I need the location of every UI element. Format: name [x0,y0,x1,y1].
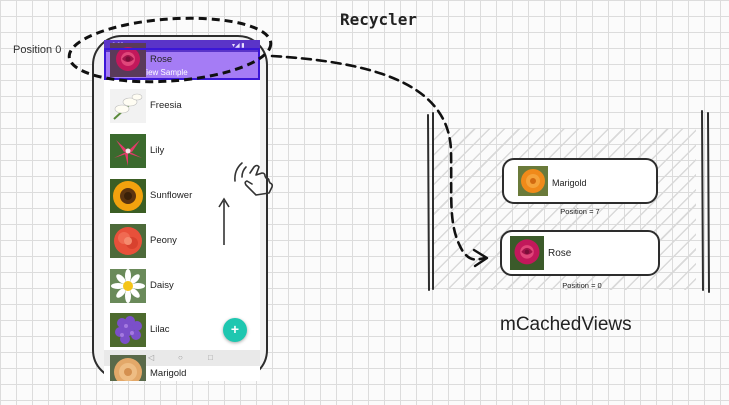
cached-view-name: Marigold [552,178,587,188]
marigold-icon [518,166,548,196]
cache-left-bracket [427,114,430,291]
freesia-icon [110,89,146,123]
scroll-up-arrow-icon [218,197,230,245]
list-item[interactable]: Lily [110,131,260,171]
list-item[interactable]: Peony [110,221,260,261]
daisy-icon [110,269,146,303]
list-item-name: Marigold [150,368,187,379]
back-icon[interactable]: ◁ [148,353,155,362]
cached-view-card: Marigold [502,158,658,204]
add-button[interactable]: + [223,318,247,342]
peony-icon [110,224,146,258]
marigold-icon [110,355,146,381]
list-item-name: Sunflower [150,190,193,201]
list-item[interactable]: Freesia [110,86,260,126]
cached-view-name: Rose [548,248,572,259]
cache-right-bracket [707,112,710,293]
swipe-hand-icon [234,162,274,196]
list-item[interactable]: Marigold [110,352,260,381]
list-item-name: Freesia [150,100,182,111]
cache-title: mCachedViews [500,314,632,335]
list-item-name: Lilac [150,324,170,335]
recents-icon[interactable]: □ [208,353,213,362]
list-item[interactable]: Sunflower [110,176,260,216]
rose-icon [510,236,544,270]
cached-view-position: Position = 0 [562,281,602,290]
position-label: Position 0 [13,44,62,56]
list-item-name: Daisy [150,280,174,291]
cached-view-card: Rose [500,230,660,276]
list-item-name: Peony [150,235,177,246]
cache-right-bracket [701,110,704,291]
lilac-icon [110,313,146,347]
highlight-frame [104,48,260,80]
diagram-title: Recycler [340,10,418,29]
list-item[interactable]: Daisy [110,266,260,306]
list-item[interactable]: Lilac [110,310,260,350]
sunflower-icon [110,179,146,213]
lily-icon [110,134,146,168]
cached-view-position: Position = 7 [560,207,600,216]
list-item-name: Lily [150,145,165,156]
home-icon[interactable]: ○ [178,353,183,362]
